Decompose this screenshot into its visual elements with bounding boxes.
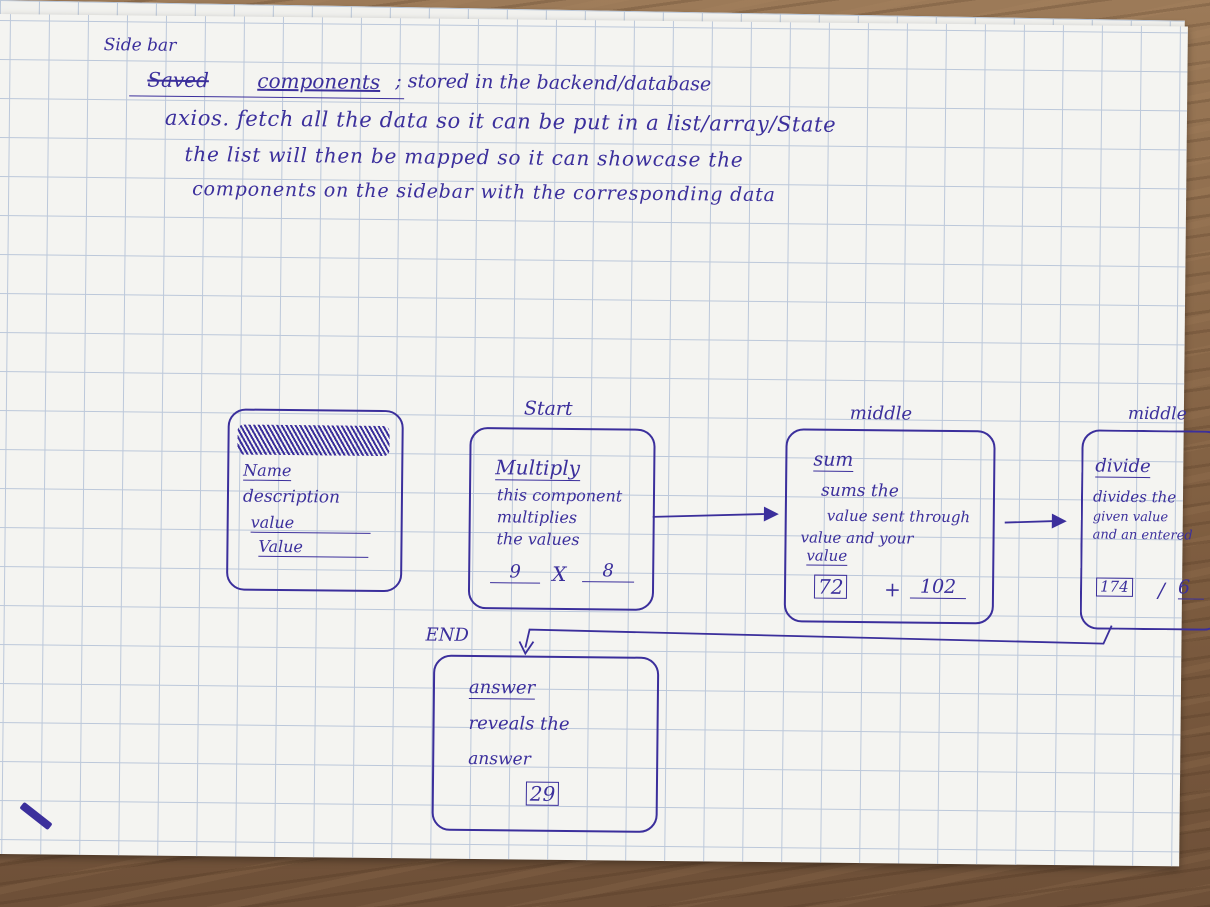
flow-arrows xyxy=(518,506,1113,656)
arrow-start-to-middle xyxy=(652,513,765,518)
arrow-middle-to-divide xyxy=(1004,520,1055,524)
arrowhead-2 xyxy=(1051,513,1067,529)
grid-paper-sheet: Side bar Saved components ; stored in th… xyxy=(0,14,1210,867)
arrowhead-1 xyxy=(763,506,779,522)
arrow-divide-to-end xyxy=(524,625,1113,648)
arrowhead-3 xyxy=(518,641,535,656)
